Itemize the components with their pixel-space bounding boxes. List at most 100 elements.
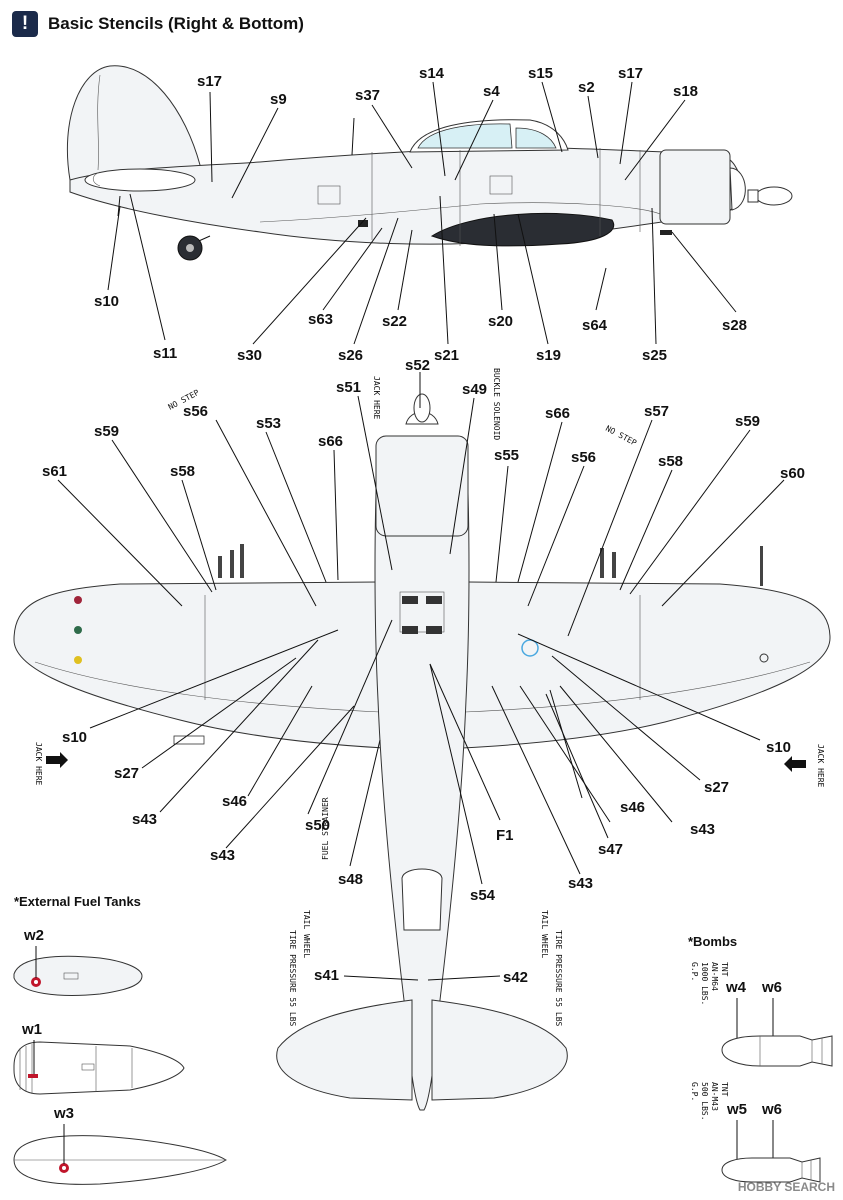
label-w2: w2 [23, 927, 44, 944]
label-s66-right: s66 [545, 405, 570, 422]
label-s9: s9 [270, 91, 287, 108]
label-s50: s50 [305, 817, 330, 834]
label-s43-c: s43 [210, 847, 235, 864]
label-s53: s53 [256, 415, 281, 432]
label-s48: s48 [338, 871, 363, 888]
label-s61: s61 [42, 463, 67, 480]
stencil-jack-here-right: JACK HERE [816, 744, 825, 788]
fuel-tank-side [13, 1041, 185, 1095]
label-s22: s22 [382, 313, 407, 330]
label-s17-fin: s17 [197, 73, 222, 90]
stencil-no-step-right: NO STEP [604, 424, 638, 448]
label-s66-left: s66 [318, 433, 343, 450]
label-s43-b: s43 [690, 821, 715, 838]
label-s56-left: s56 [183, 403, 208, 420]
page-header: ! Basic Stencils (Right & Bottom) [12, 10, 304, 38]
svg-text:G.P.: G.P. [690, 962, 699, 981]
label-s27-right: s27 [704, 779, 729, 796]
label-s46-right: s46 [620, 799, 645, 816]
fuel-tanks-title: *External Fuel Tanks [14, 894, 141, 909]
label-s60: s60 [780, 465, 805, 482]
label-s58-left: s58 [170, 463, 195, 480]
label-s37: s37 [355, 87, 380, 104]
label-s49: s49 [462, 381, 487, 398]
side-view-aircraft [66, 65, 793, 261]
label-s4: s4 [483, 83, 500, 100]
stencil-tire-pressure-right: TIRE PRESSURE 55 LBS [554, 930, 563, 1027]
svg-text:500 LBS.: 500 LBS. [700, 1082, 709, 1121]
label-s17-cowl: s17 [618, 65, 643, 82]
exclamation-icon: ! [12, 11, 38, 37]
label-s10-left: s10 [62, 729, 87, 746]
label-s21: s21 [434, 347, 459, 364]
bottom-cowling [375, 435, 469, 537]
canopy-glass-front [417, 123, 513, 149]
label-s41: s41 [314, 967, 339, 984]
label-s59-left: s59 [94, 423, 119, 440]
label-s28: s28 [722, 317, 747, 334]
label-s27-left: s27 [114, 765, 139, 782]
label-s56-right: s56 [571, 449, 596, 466]
propeller-spinner [755, 186, 793, 206]
label-s47: s47 [598, 841, 623, 858]
watermark: HOBBY SEARCH [737, 1180, 835, 1194]
label-s26: s26 [338, 347, 363, 364]
label-s58-right: s58 [658, 453, 683, 470]
label-s43-a: s43 [132, 811, 157, 828]
svg-text:1000 LBS.: 1000 LBS. [700, 962, 709, 1005]
label-w3: w3 [53, 1105, 74, 1122]
label-s15: s15 [528, 65, 553, 82]
label-s14: s14 [419, 65, 445, 82]
stencil-tail-wheel-left: TAIL WHEEL [302, 910, 311, 958]
label-s10-side: s10 [94, 293, 119, 310]
bottom-stabilizer-right [431, 999, 568, 1101]
label-w1: w1 [21, 1021, 42, 1038]
label-F1: F1 [496, 827, 514, 844]
label-s51: s51 [336, 379, 361, 396]
stencil-buckle-solenoid: BUCKLE SOLENOID [492, 368, 501, 440]
label-s59-right: s59 [735, 413, 760, 430]
label-s54: s54 [470, 887, 496, 904]
label-s10-right: s10 [766, 739, 791, 756]
bottom-view-aircraft [13, 393, 831, 1111]
label-s20: s20 [488, 313, 513, 330]
label-s11: s11 [153, 345, 177, 362]
stencil-jack-here-nose: JACK HERE [372, 376, 381, 420]
bombs-section: *Bombs G.P. 1000 LBS. AN-M64 TNT w4 w6 G… [688, 934, 833, 1183]
label-s43-d: s43 [568, 875, 593, 892]
stencil-jack-here-left: JACK HERE [34, 742, 43, 786]
bombs-title: *Bombs [688, 934, 737, 949]
bottom-spinner [413, 393, 431, 423]
svg-text:AN-M64: AN-M64 [710, 962, 719, 991]
canopy-glass-rear [515, 127, 557, 149]
page-title: Basic Stencils (Right & Bottom) [48, 14, 304, 33]
bomb-1000-body [721, 1035, 833, 1067]
label-w6-a: w6 [761, 979, 782, 996]
label-s63: s63 [308, 311, 333, 328]
label-w4: w4 [725, 979, 747, 996]
label-s64: s64 [582, 317, 608, 334]
bottom-labels: s52 s51 s49 s56 s59 s53 s66 s66 s57 s59 … [42, 357, 805, 986]
stencil-tire-pressure-left: TIRE PRESSURE 55 LBS [288, 930, 297, 1027]
label-w6-b: w6 [761, 1101, 782, 1118]
svg-text:TNT: TNT [720, 1082, 729, 1097]
label-s52: s52 [405, 357, 430, 374]
label-s25: s25 [642, 347, 667, 364]
bomb-1000-stencil: G.P. 1000 LBS. AN-M64 TNT [690, 962, 729, 1005]
label-s42: s42 [503, 969, 528, 986]
bottom-leader-lines [57, 372, 785, 981]
svg-text:G.P.: G.P. [690, 1082, 699, 1101]
side-tail-fin [66, 65, 201, 181]
label-s19: s19 [536, 347, 561, 364]
side-stabilizer [84, 168, 196, 192]
bomb-500-stencil: G.P. 500 LBS. AN-M43 TNT [690, 1082, 729, 1121]
label-s18: s18 [673, 83, 698, 100]
label-s46-left: s46 [222, 793, 247, 810]
label-s30: s30 [237, 347, 262, 364]
svg-text:AN-M43: AN-M43 [710, 1082, 719, 1111]
stencil-tail-wheel-right: TAIL WHEEL [540, 910, 549, 958]
wing-root-fairing [430, 212, 615, 247]
bottom-stabilizer-left [276, 999, 413, 1101]
side-labels: s17 s9 s37 s14 s4 s15 s2 s17 s18 s10 s11… [94, 65, 747, 364]
side-leader-lines [107, 81, 737, 345]
